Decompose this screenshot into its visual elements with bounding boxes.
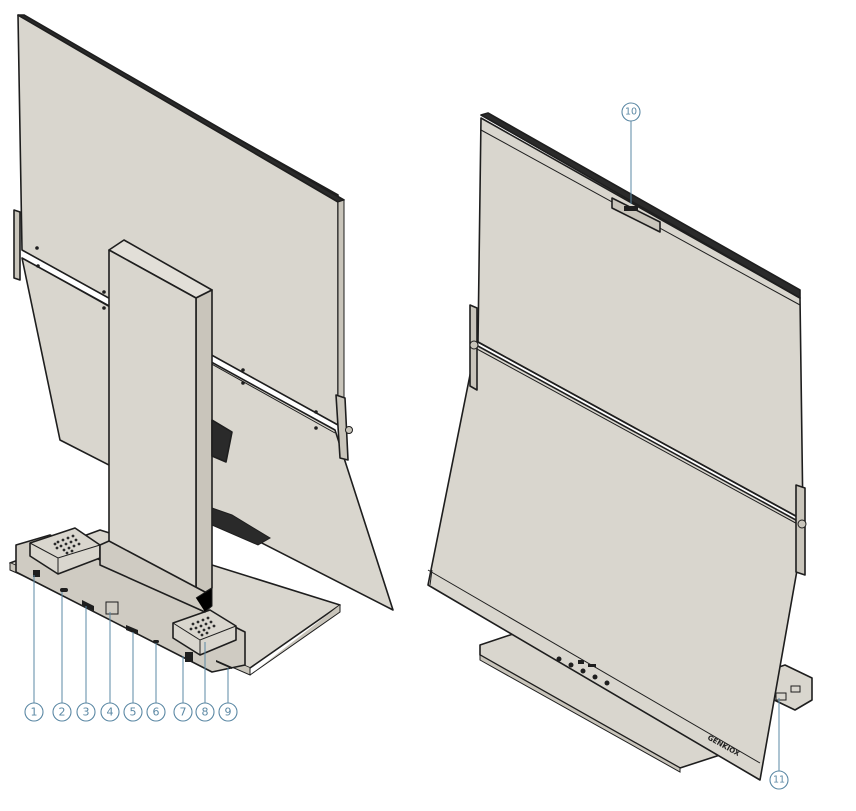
port-11 <box>775 692 787 701</box>
port-7 <box>185 652 193 662</box>
port-5 <box>126 625 138 635</box>
callout-2: 2 <box>52 702 72 722</box>
rear-right-clamp <box>335 394 349 461</box>
rear-view <box>9 14 394 676</box>
callout-label: 9 <box>225 706 232 719</box>
hinge-mechanism <box>211 419 271 546</box>
port-3 <box>82 600 94 611</box>
callout-label: 11 <box>773 775 785 786</box>
left-vent-block <box>29 527 101 575</box>
callout-label: 3 <box>83 706 90 719</box>
right-vent-block <box>172 609 237 656</box>
callout-3: 3 <box>76 702 96 722</box>
callout-label: 5 <box>130 706 137 719</box>
port-1 <box>33 570 40 577</box>
callout-label: 2 <box>59 706 66 719</box>
callout-1: 1 <box>24 702 44 722</box>
port-9 <box>216 660 232 669</box>
rear-left-clamp <box>13 209 21 281</box>
port-2 <box>60 588 68 592</box>
callout-6: 6 <box>146 702 166 722</box>
callout-label: 1 <box>31 706 38 719</box>
callout-7: 7 <box>173 702 193 722</box>
port-6 <box>153 640 159 643</box>
front-view: GENKIOX <box>427 112 813 781</box>
callout-label: 4 <box>107 706 114 719</box>
front-panel-lower <box>427 344 806 781</box>
port-4 <box>105 601 119 615</box>
rear-ports <box>33 570 232 669</box>
webcam-housing <box>611 197 661 233</box>
callout-leaders <box>33 121 780 771</box>
front-control-buttons <box>556 656 610 686</box>
callout-8: 8 <box>195 702 215 722</box>
vent-grill-left <box>53 534 81 555</box>
callout-label: 8 <box>202 706 209 719</box>
front-top-rim <box>480 112 801 299</box>
vent-grill-right <box>189 616 216 637</box>
callout-label: 10 <box>625 107 637 118</box>
callout-10: 10 <box>621 102 641 122</box>
callout-5: 5 <box>123 702 143 722</box>
callout-label: 7 <box>180 706 187 719</box>
callout-4: 4 <box>100 702 120 722</box>
front-hinge <box>477 341 804 521</box>
callout-11: 11 <box>769 770 789 790</box>
callout-9: 9 <box>218 702 238 722</box>
callout-label: 6 <box>153 706 160 719</box>
stand-column <box>99 239 213 613</box>
rear-screws <box>35 246 318 430</box>
